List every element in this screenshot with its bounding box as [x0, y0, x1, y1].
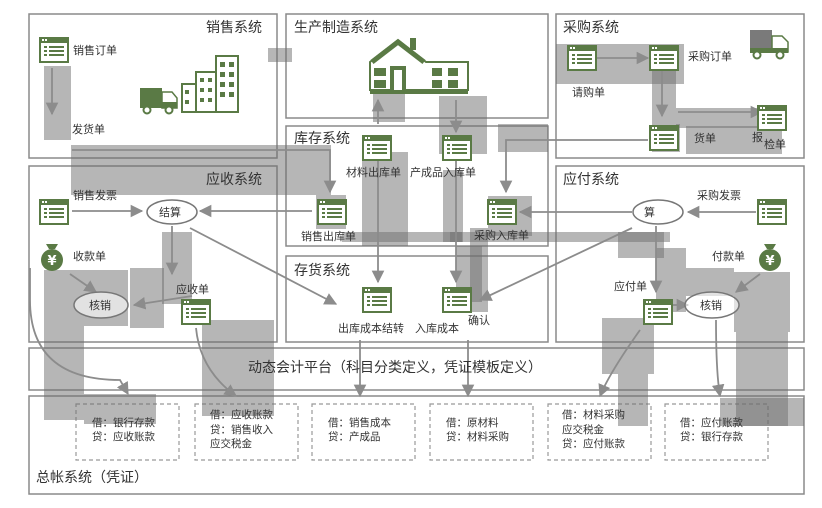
sales-order-label: 销售订单 [73, 44, 117, 57]
connector-arrows [29, 51, 764, 398]
purchase-invoice-label: 采购发票 [697, 189, 741, 202]
inspection-note-label: 检单 [764, 138, 786, 151]
sales-invoice-doc-icon [39, 199, 69, 225]
settle-right-oval [632, 199, 684, 225]
sales-order-doc-icon [39, 37, 69, 63]
voucher-5-line-3: 贷：应付账款 [562, 438, 625, 450]
in-cost-doc-icon [442, 287, 472, 313]
voucher-4-line-2: 贷：材料采购 [446, 431, 509, 443]
product-in-label: 产成品入库单 [410, 166, 476, 179]
purchase-system-title: 采购系统 [563, 20, 619, 36]
voucher-3-line-1: 借：销售成本 [328, 417, 391, 429]
cost-carry-doc-icon [362, 287, 392, 313]
platform-box [28, 347, 805, 391]
payable-note-label: 应付单 [614, 280, 647, 293]
receivable-doc-icon [181, 299, 211, 325]
stock-system-box [285, 255, 549, 343]
writeoff-left-oval [73, 291, 129, 319]
receivable-system-title: 应收系统 [206, 172, 262, 188]
purchase-system-box [555, 13, 805, 159]
voucher-2-line-1: 借：应收账款 [210, 409, 273, 421]
purchase-request-label: 请购单 [572, 86, 605, 99]
voucher-boxes [75, 403, 769, 461]
payable-doc-icon [643, 299, 673, 325]
voucher-3-line-2: 贷：产成品 [328, 431, 381, 443]
voucher-5-line-1: 借：材料采购 [562, 409, 625, 421]
sales-out-label: 销售出库单 [301, 230, 356, 243]
factory-icon [369, 38, 469, 94]
purchase-in-label: 购入库单 [485, 229, 529, 242]
voucher-4-line-1: 借：原材料 [446, 417, 499, 429]
inspection-prefix-label: 报 [752, 131, 763, 144]
inventory-system-title: 库存系统 [294, 131, 350, 147]
purchase-truck-icon [750, 30, 789, 60]
purchase-invoice-doc-icon [757, 199, 787, 225]
voucher-6-line-1: 借：应付账款 [680, 417, 743, 429]
voucher-6-line-2: 贷：银行存款 [680, 431, 743, 443]
purchase-order-label: 采购订单 [688, 50, 732, 63]
inspection-doc-icon [757, 105, 787, 131]
production-system-title: 生产制造系统 [294, 20, 378, 36]
writeoff-right-label: 核销 [700, 299, 722, 312]
voucher-box-6 [664, 403, 769, 461]
voucher-1-line-1: 借：银行存款 [92, 417, 155, 429]
oval-nodes [73, 199, 740, 319]
writeoff-left-label: 核销 [89, 299, 111, 312]
payable-system-box [555, 165, 805, 343]
purchase-in-doc-icon [487, 199, 517, 225]
stock-system-title: 存货系统 [294, 263, 350, 279]
voucher-1-line-2: 贷：应收账款 [92, 431, 155, 443]
material-out-doc-icon [362, 135, 392, 161]
delivery-note-label: 发货单 [72, 123, 105, 136]
voucher-2-line-3: 应交税金 [210, 438, 252, 450]
cost-carry-label: 出库成本结转 [338, 322, 404, 335]
product-in-doc-icon [442, 135, 472, 161]
settle-right-label: 算 [644, 206, 655, 219]
purchase-in-prefix-label: 采 [474, 229, 485, 242]
voucher-2-line-2: 贷：销售收入 [210, 424, 273, 436]
in-cost-label: 入库成本 [415, 322, 459, 335]
settle-left-label: 结算 [159, 206, 181, 219]
receipt-money-bag-icon [41, 244, 63, 271]
payable-system-title: 应付系统 [563, 172, 619, 188]
purchase-order-doc-icon [649, 45, 679, 71]
voucher-box-5 [547, 403, 652, 461]
buildings-icon [181, 55, 239, 113]
production-system-box [285, 13, 549, 119]
voucher-5-line-2: 应交税金 [562, 424, 604, 436]
sales-system-title: 销售系统 [206, 20, 262, 36]
receipt-label: 收款单 [73, 250, 106, 263]
truck-icon [140, 88, 178, 115]
purchase-request-doc-icon [567, 45, 597, 71]
receivable-note-label: 应收单 [176, 283, 209, 296]
voucher-box-4 [429, 403, 534, 461]
payment-label: 付款单 [712, 250, 745, 263]
confirm-label: 确认 [468, 314, 490, 327]
voucher-box-3 [311, 403, 416, 461]
sales-invoice-label: 销售发票 [73, 189, 117, 202]
ledger-title: 总帐系统（凭证） [36, 470, 148, 486]
ledger-box [28, 395, 805, 495]
payment-money-bag-icon [759, 244, 781, 271]
platform-title: 动态会计平台（科目分类定义，凭证模板定义） [248, 360, 542, 376]
sales-out-doc-icon [317, 199, 347, 225]
arrival-note-doc-icon [649, 125, 679, 151]
writeoff-right-oval [684, 291, 740, 319]
settle-left-oval [146, 199, 198, 225]
material-out-label: 材料出库单 [346, 166, 401, 179]
arrival-note-label: 货单 [694, 132, 716, 145]
